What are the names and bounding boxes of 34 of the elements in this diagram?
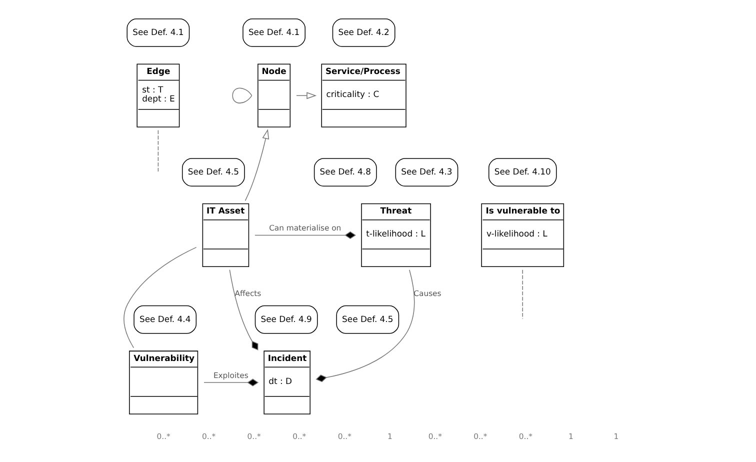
connector (316, 270, 415, 382)
connector (204, 378, 259, 386)
label: 1 (387, 432, 392, 441)
edge-label: Affects (234, 288, 262, 298)
edge-label: Can materialise on (269, 224, 342, 233)
label: 1 (614, 432, 619, 441)
label: 0..* (202, 432, 216, 441)
node-label: See Def. 4.2 (338, 26, 390, 37)
connector (229, 269, 258, 350)
label: 0..* (247, 432, 261, 441)
node-label: See Def. 4.1 (248, 26, 300, 37)
node-label: See Def. 4.4 (140, 314, 191, 324)
arrow (244, 129, 270, 202)
connector (158, 130, 159, 172)
label: 0..* (428, 432, 442, 441)
edge-label: Causes (414, 288, 442, 298)
node-label: See Def. 4.9 (260, 314, 312, 324)
label: 0..* (338, 432, 352, 441)
node-label: See Def. 4.8 (320, 166, 371, 176)
label: 0..* (518, 432, 532, 441)
connector (254, 231, 356, 240)
label: 0..* (292, 432, 306, 441)
label: 1 (568, 432, 574, 441)
node-label: See Def. 4.10 (494, 166, 551, 176)
arrow (296, 92, 317, 100)
label: 0..* (156, 432, 170, 441)
label: 0..* (474, 432, 488, 441)
node-label: See Def. 4.5 (188, 166, 240, 176)
edge-label: Exploites (213, 370, 248, 380)
node-label: See Def. 4.3 (401, 166, 452, 176)
node-label: See Def. 4.1 (132, 26, 184, 37)
connector (522, 270, 523, 320)
connector (124, 246, 197, 348)
node-label: See Def. 4.5 (342, 314, 394, 324)
